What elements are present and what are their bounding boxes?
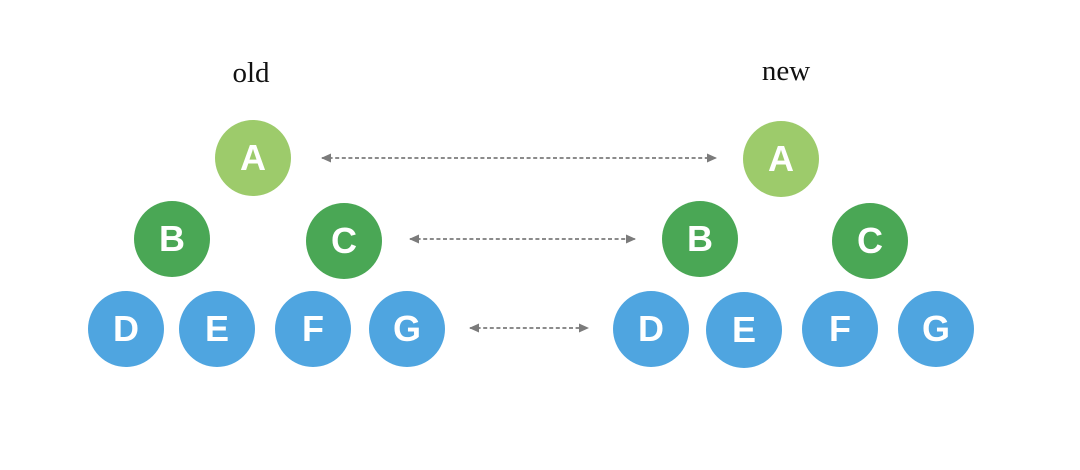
old-tree-node-g: G [369,291,445,367]
old-tree-node-d: D [88,291,164,367]
old-tree-node-a: A [215,120,291,196]
new-tree-node-d: D [613,291,689,367]
new-tree-node-a: A [743,121,819,197]
new-tree-node-e: E [706,292,782,368]
new-tree-node-c: C [832,203,908,279]
old-tree-node-f: F [275,291,351,367]
new-tree-node-b: B [662,201,738,277]
new-tree-label: new [761,55,811,87]
old-tree-node-c: C [306,203,382,279]
old-tree-node-e: E [179,291,255,367]
old-tree-label: old [232,57,270,89]
new-tree-node-f: F [802,291,878,367]
new-tree-node-g: G [898,291,974,367]
old-tree-node-b: B [134,201,210,277]
